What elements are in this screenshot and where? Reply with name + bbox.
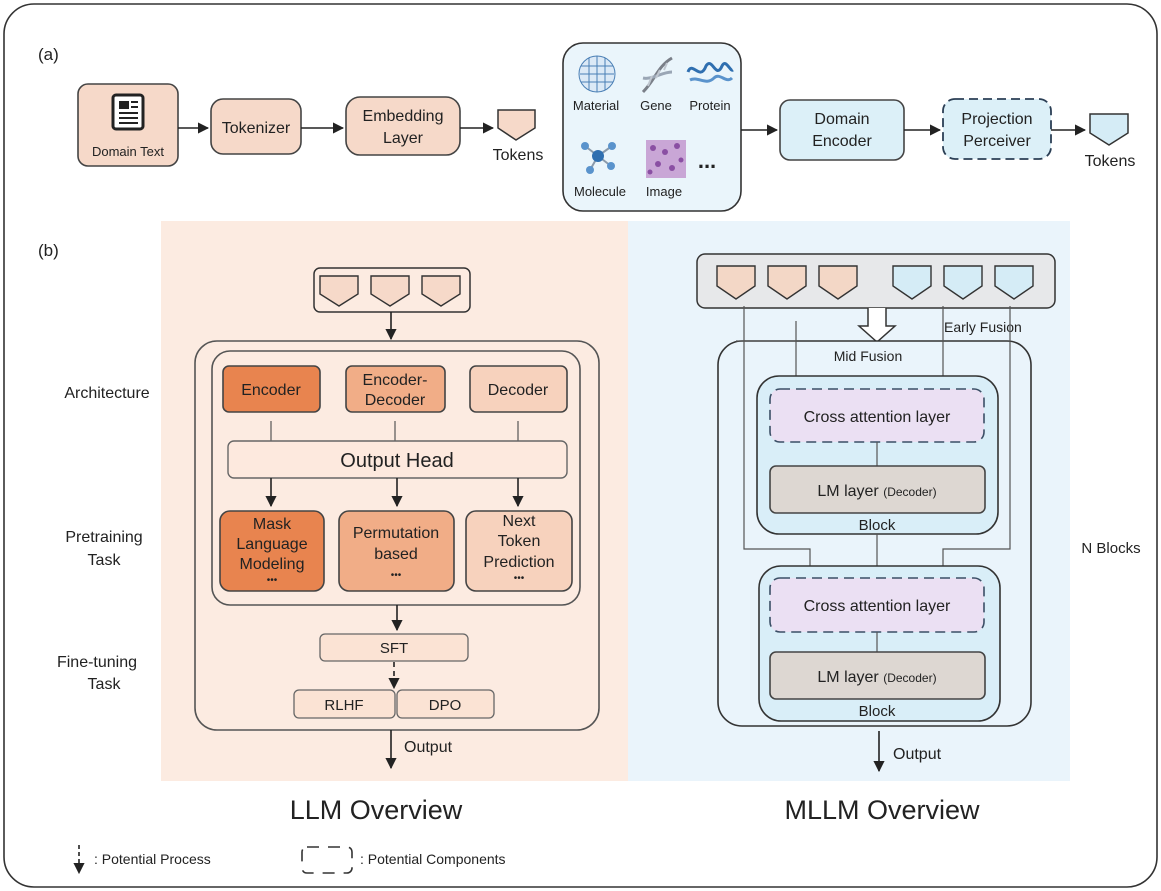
- mid-fusion-label: Mid Fusion: [834, 348, 902, 364]
- perm-ellipsis: •••: [391, 570, 402, 581]
- encoder-decoder-box: [345, 365, 446, 413]
- perm-label-1: Permutation: [353, 525, 439, 542]
- token-icon: [319, 275, 359, 307]
- ntp-label-1: Next: [503, 513, 536, 530]
- tokens-left-label: Tokens: [493, 147, 544, 164]
- tokenizer-box: [210, 98, 302, 155]
- potential-process-label: : Potential Process: [94, 851, 211, 867]
- domain-encoder-label-2: Encoder: [812, 133, 872, 150]
- block-label-1: Block: [859, 517, 896, 534]
- molecule-icon: [581, 142, 616, 174]
- llm-overview-title: LLM Overview: [290, 795, 463, 825]
- tokenizer-label: Tokenizer: [222, 120, 291, 137]
- mlm-label-1: Mask: [253, 516, 292, 533]
- token-icon: [892, 265, 932, 300]
- ntp-ellipsis: •••: [514, 573, 525, 584]
- ntp-label-3: Prediction: [483, 554, 554, 571]
- encoder-decoder-label-1: Encoder-: [363, 372, 428, 389]
- encoder-label: Encoder: [241, 382, 301, 399]
- llm-output-label: Output: [404, 739, 453, 756]
- encoder-box: [222, 365, 321, 413]
- lm-layer-label-1: LM layer (Decoder): [817, 483, 936, 500]
- dpo-label: DPO: [429, 697, 462, 714]
- mllm-overview-title: MLLM Overview: [784, 795, 980, 825]
- material-icon: [578, 55, 616, 93]
- cross-attention-label-2: Cross attention layer: [804, 598, 951, 615]
- rlhf-label: RLHF: [324, 697, 363, 714]
- mlm-label-2: Language: [236, 536, 307, 553]
- decoder-label: Decoder: [488, 382, 549, 399]
- protein-icon: [686, 62, 734, 83]
- document-icon: [111, 93, 145, 131]
- perm-label-2: based: [374, 546, 418, 563]
- mask-language-modeling-box: [219, 510, 325, 592]
- mllm-output-label: Output: [893, 746, 942, 763]
- row-label-pretraining-2: Task: [88, 552, 122, 569]
- row-label-finetuning-2: Task: [88, 676, 122, 693]
- embedding-label-2: Layer: [383, 130, 424, 147]
- cross-attention-label-1: Cross attention layer: [804, 409, 951, 426]
- permutation-based-box: [338, 510, 455, 592]
- token-icon: [767, 265, 807, 300]
- mlm-ellipsis: •••: [267, 575, 278, 586]
- material-label: Material: [573, 98, 619, 113]
- image-label: Image: [646, 184, 682, 199]
- rlhf-box: [293, 689, 396, 719]
- domain-encoder-label-1: Domain: [814, 111, 869, 128]
- token-icon: [818, 265, 858, 300]
- modality-more: ...: [698, 148, 716, 173]
- encoder-decoder-label-2: Decoder: [365, 392, 426, 409]
- row-label-architecture: Architecture: [64, 385, 149, 402]
- gene-label: Gene: [640, 98, 672, 113]
- token-icon: [943, 265, 983, 300]
- potential-components-label: : Potential Components: [360, 851, 506, 867]
- token-icon: [716, 265, 756, 300]
- dpo-box: [396, 689, 495, 719]
- panel-a-label: (a): [38, 45, 59, 64]
- token-icon: [421, 275, 461, 307]
- projection-label-2: Perceiver: [963, 133, 1031, 150]
- lm-layer-1: [769, 465, 986, 514]
- gene-icon: [641, 56, 673, 94]
- embedding-layer-box: [345, 96, 461, 156]
- next-token-prediction-box: [465, 510, 573, 592]
- projection-label-1: Projection: [961, 111, 1032, 128]
- n-blocks-label: N Blocks: [1081, 540, 1140, 557]
- domain-encoder-box: [779, 99, 905, 161]
- ntp-label-2: Token: [498, 533, 541, 550]
- protein-label: Protein: [689, 98, 730, 113]
- potential-components-icon: [301, 846, 353, 874]
- sft-box: [319, 633, 469, 662]
- image-icon: [646, 140, 686, 178]
- decoder-box: [469, 365, 568, 413]
- embedding-label-1: Embedding: [363, 108, 444, 125]
- token-icon: [994, 265, 1034, 300]
- row-label-finetuning-1: Fine-tuning: [57, 654, 137, 671]
- domain-text-label: Domain Text: [92, 144, 164, 159]
- block-label-2: Block: [859, 703, 896, 720]
- panel-b-label: (b): [38, 241, 59, 260]
- token-icon: [370, 275, 410, 307]
- tokens-right-label: Tokens: [1085, 153, 1136, 170]
- row-label-pretraining-1: Pretraining: [65, 529, 142, 546]
- lm-layer-2: [769, 651, 986, 700]
- molecule-label: Molecule: [574, 184, 626, 199]
- sft-label: SFT: [380, 640, 408, 657]
- token-icon: [1089, 113, 1129, 146]
- lm-layer-label-2: LM layer (Decoder): [817, 669, 936, 686]
- projection-perceiver-box: [942, 98, 1052, 160]
- output-head-label: Output Head: [340, 450, 453, 472]
- mlm-label-3: Modeling: [240, 556, 305, 573]
- early-fusion-label: Early Fusion: [944, 319, 1022, 335]
- token-icon: [497, 109, 536, 141]
